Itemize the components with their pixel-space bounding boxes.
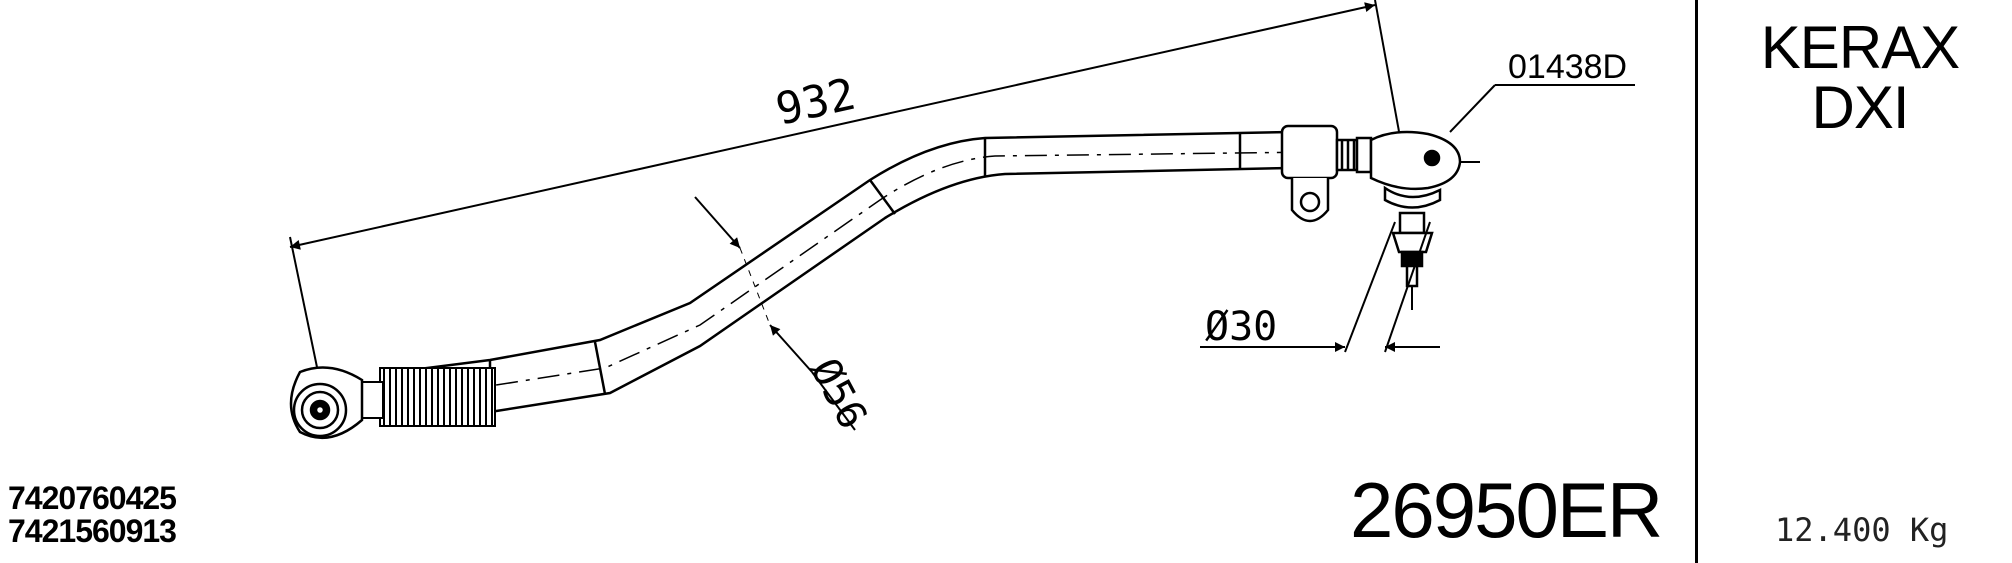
tube-diameter-label: Ø56 — [801, 351, 876, 436]
tube-centerline — [329, 150, 1401, 411]
oem-number: 7420760425 — [8, 480, 177, 516]
right-ball-joint — [1355, 130, 1480, 310]
clamp — [1280, 124, 1359, 223]
part-number: 26950ER — [1350, 466, 1663, 554]
thread-section — [354, 367, 496, 427]
length-dimension — [289, 0, 1403, 373]
model-name: KERAX — [1760, 14, 1960, 81]
model-variant: DXI — [1811, 74, 1909, 141]
ball-joint-ref-leader — [1449, 84, 1635, 133]
ball-joint-ref-label: 01438D — [1508, 48, 1627, 86]
length-dimension-label: 932 — [771, 69, 860, 136]
tube-diameter-dimension — [694, 196, 856, 431]
vehicle-model: KERAX DXI — [1740, 18, 1980, 138]
pin-diameter-label: Ø30 — [1205, 304, 1277, 350]
weight: 12.400 Kg — [1775, 511, 1949, 549]
left-ball-joint — [289, 366, 364, 440]
pin-diameter-dimension — [1200, 221, 1440, 353]
oem-numbers: 7420760425 7421560913 — [8, 480, 177, 549]
oem-number: 7421560913 — [8, 513, 177, 549]
title-block-divider — [1695, 0, 1698, 563]
